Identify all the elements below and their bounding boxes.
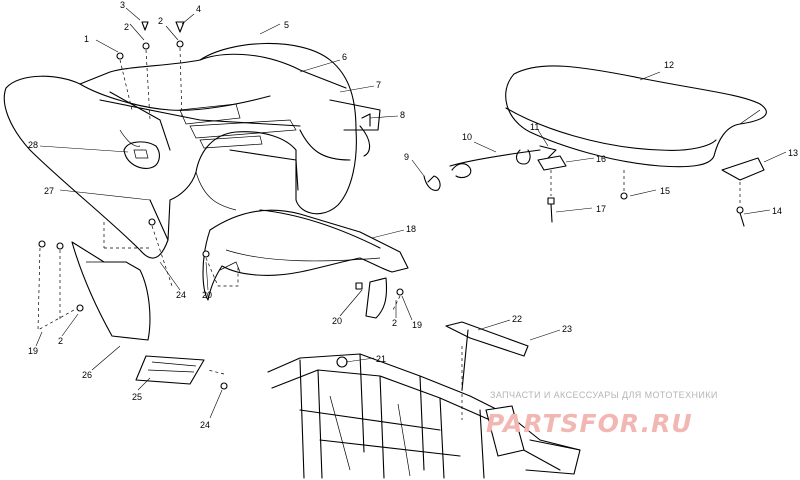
callout-2-a: 2 — [124, 22, 129, 32]
fender-extension — [202, 209, 409, 301]
callout-2-left: 2 — [58, 336, 63, 346]
hardware — [38, 21, 765, 390]
callout-12: 12 — [664, 60, 674, 70]
callout-16: 16 — [596, 154, 606, 164]
callout-6: 6 — [342, 52, 347, 62]
callout-18: 18 — [406, 224, 416, 234]
callout-26: 26 — [82, 370, 92, 380]
callout-1: 1 — [84, 34, 89, 44]
support-bracket — [365, 277, 529, 391]
callout-2-right: 2 — [392, 318, 397, 328]
callout-17: 17 — [596, 204, 606, 214]
callout-labels: 1 2 3 2 4 5 6 7 8 9 10 11 12 13 14 15 16… — [28, 0, 798, 430]
watermark-tagline: ЗАПЧАСТИ И АКСЕССУАРЫ ДЛЯ МОТОТЕХНИКИ — [490, 390, 718, 400]
watermark-logo: PARTSFOR.RU — [486, 409, 693, 438]
callout-15: 15 — [660, 186, 670, 196]
callout-27: 27 — [44, 186, 54, 196]
mud-flap — [71, 241, 151, 341]
latch-rod — [449, 145, 557, 179]
callout-28: 28 — [28, 140, 38, 150]
callout-23: 23 — [562, 324, 572, 334]
assembly-lines — [37, 47, 741, 420]
callout-11: 11 — [530, 122, 539, 132]
seat — [505, 65, 767, 168]
rear-fender — [3, 42, 381, 259]
leader-lines — [35, 7, 787, 419]
callout-24-mid: 24 — [176, 290, 186, 300]
callout-20-mid: 20 — [202, 290, 212, 300]
callout-10: 10 — [462, 132, 472, 142]
callout-25: 25 — [132, 392, 142, 402]
callout-24-bottom: 24 — [200, 420, 210, 430]
callout-21: 21 — [376, 354, 386, 364]
callout-19-left: 19 — [28, 346, 38, 356]
footrest-bracket — [135, 355, 205, 385]
callout-2-b: 2 — [158, 16, 163, 26]
callout-8: 8 — [400, 110, 405, 120]
frame — [267, 353, 581, 479]
callout-3: 3 — [120, 0, 125, 10]
callout-9: 9 — [404, 152, 409, 162]
callout-5: 5 — [284, 20, 289, 30]
callout-7: 7 — [376, 80, 381, 90]
callout-4: 4 — [196, 4, 201, 14]
callout-20-right: 20 — [332, 316, 342, 326]
watermark: ЗАПЧАСТИ И АКСЕССУАРЫ ДЛЯ МОТОТЕХНИКИ PA… — [486, 390, 718, 438]
callout-13: 13 — [788, 148, 798, 158]
callout-22: 22 — [512, 314, 522, 324]
callout-14: 14 — [772, 206, 782, 216]
callout-19-right: 19 — [412, 320, 422, 330]
